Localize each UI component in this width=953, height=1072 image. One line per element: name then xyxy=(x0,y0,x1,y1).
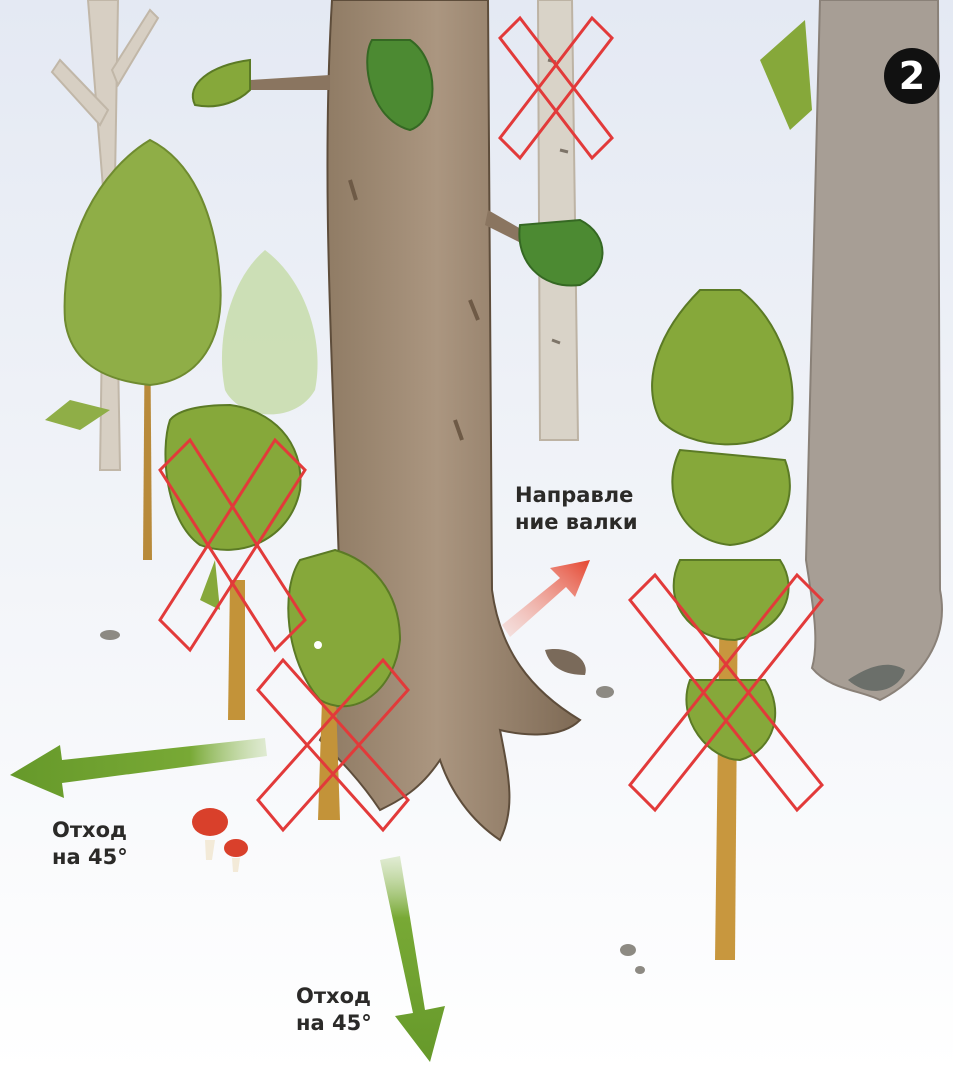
retreat-down-label: Отход на 45° xyxy=(296,983,372,1037)
retreat-down-label-line-1: Отход xyxy=(296,983,372,1010)
felling-direction-label: Направле ние валки xyxy=(515,482,638,536)
felling-direction-label-line-1: Направле xyxy=(515,482,638,509)
step-number-badge: 2 xyxy=(884,48,940,104)
retreat-down-label-line-2: на 45° xyxy=(296,1010,372,1037)
felling-direction-label-line-2: ние валки xyxy=(515,509,638,536)
retreat-left-label-line-1: Отход xyxy=(52,817,128,844)
retreat-left-label-line-2: на 45° xyxy=(52,844,128,871)
retreat-left-label: Отход на 45° xyxy=(52,817,128,871)
